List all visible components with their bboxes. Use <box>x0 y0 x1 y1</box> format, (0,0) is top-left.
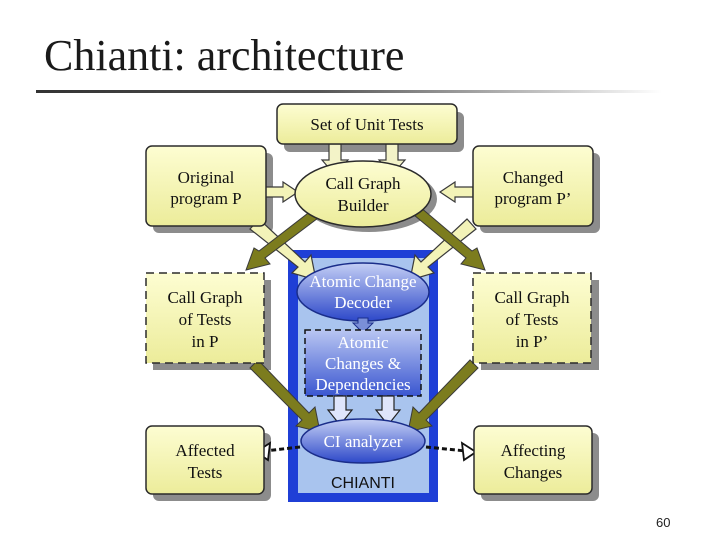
decoder-line-1: Atomic Change <box>309 272 416 291</box>
original-program-line-1: Original <box>178 168 235 187</box>
affected-tests-line-2: Tests <box>188 463 223 482</box>
node-atomic-change-decoder: Atomic Change Decoder <box>296 262 430 322</box>
cg-p-prime-line-3: in P’ <box>516 332 549 351</box>
arrow-changed-to-builder <box>438 180 474 204</box>
changes-line-1: Atomic <box>338 333 389 352</box>
original-program-line-2: program P <box>170 189 241 208</box>
cg-p-line-3: in P <box>192 332 219 351</box>
arrow-decoder-to-changes <box>351 317 375 334</box>
cg-p-prime-line-2: of Tests <box>506 310 559 329</box>
changes-line-2: Changes & <box>325 354 401 373</box>
node-ci-analyzer: CI analyzer <box>300 418 426 464</box>
cg-p-line-2: of Tests <box>179 310 232 329</box>
arrow-cg-p-to-analyzer <box>249 359 321 433</box>
affecting-changes-line-2: Changes <box>504 463 563 482</box>
node-call-graph-p: Call Graph of Tests in P <box>145 272 265 364</box>
changed-program-line-1: Changed <box>503 168 564 187</box>
arrowhead-affecting-changes <box>460 441 478 462</box>
arrow-changed-to-decoder <box>409 218 477 281</box>
node-call-graph-p-prime: Call Graph of Tests in P’ <box>472 272 592 364</box>
arrow-builder-to-cg-p-prime <box>413 206 486 271</box>
changes-line-3: Dependencies <box>315 375 410 394</box>
changes-to-analyzer-arrows <box>326 395 402 426</box>
builder-line-2: Builder <box>338 196 389 215</box>
node-changed-program: Changed program P’ <box>472 145 594 227</box>
unit-tests-label: Set of Unit Tests <box>310 115 423 134</box>
node-call-graph-builder: Call Graph Builder <box>294 160 432 228</box>
slide-title: Chianti: architecture <box>44 31 405 80</box>
node-original-program: Original program P <box>145 145 267 227</box>
arrow-analyzer-to-affected-tests <box>264 445 301 453</box>
ci-analyzer-label: CI analyzer <box>324 432 403 451</box>
title-underline <box>36 90 662 93</box>
builder-line-1: Call Graph <box>325 174 401 193</box>
decoder-line-2: Decoder <box>334 293 392 312</box>
page-number: 60 <box>656 515 671 530</box>
node-affected-tests: Affected Tests <box>145 425 265 495</box>
cg-p-prime-line-1: Call Graph <box>494 288 570 307</box>
affecting-changes-line-1: Affecting <box>501 441 566 460</box>
analyzer-output-arrows <box>264 445 467 453</box>
arrow-cg-p-prime-to-analyzer <box>407 359 479 433</box>
builder-output-arrows <box>245 206 486 271</box>
arrow-original-to-decoder <box>249 218 317 281</box>
arrow-original-to-builder <box>264 180 300 204</box>
changed-program-line-2: program P’ <box>495 189 572 208</box>
cg-p-line-1: Call Graph <box>167 288 243 307</box>
arrow-builder-to-cg-p <box>245 206 323 271</box>
cg-to-analyzer-arrows <box>249 359 479 433</box>
arrow-changes-to-analyzer-right <box>374 395 402 426</box>
arrow-changes-to-analyzer-left <box>326 395 354 426</box>
node-unit-tests: Set of Unit Tests <box>276 103 458 145</box>
affected-tests-line-1: Affected <box>175 441 235 460</box>
node-atomic-changes-deps: Atomic Changes & Dependencies <box>304 329 422 397</box>
node-affecting-changes: Affecting Changes <box>473 425 593 495</box>
chianti-label: CHIANTI <box>331 475 395 492</box>
arrow-analyzer-to-affecting-changes <box>425 445 467 453</box>
